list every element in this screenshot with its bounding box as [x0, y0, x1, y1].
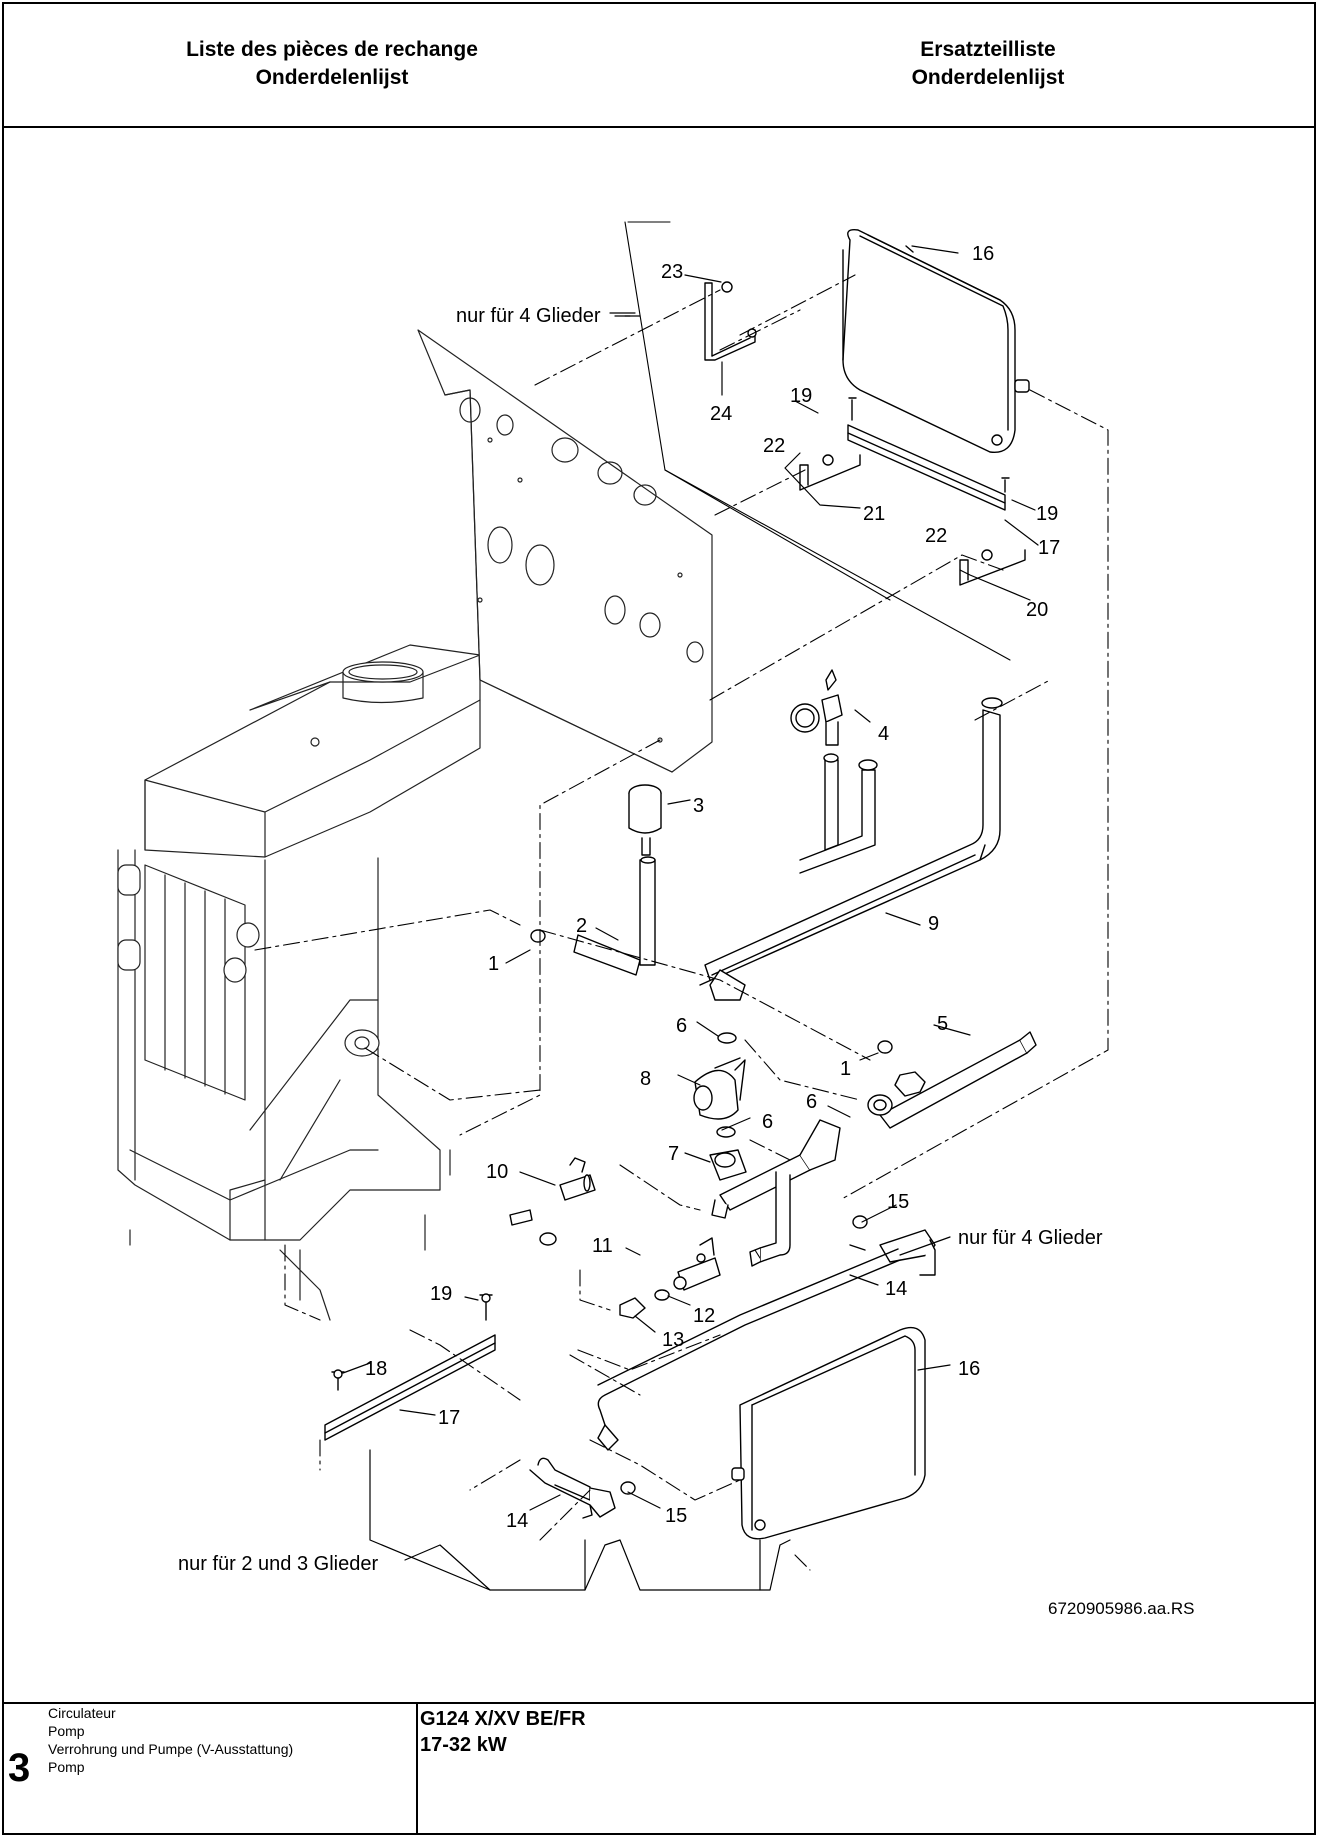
footer-descriptions: Circulateur Pomp Verrohrung und Pumpe (V… [48, 1704, 293, 1776]
note-only-two-three-sections: nur für 2 und 3 Glieder [178, 1553, 378, 1575]
callout-8: 8 [640, 1068, 651, 1090]
callout-3: 3 [693, 795, 704, 817]
callout-17-bottom: 17 [438, 1407, 460, 1429]
callout-16-bottom: 16 [958, 1358, 980, 1380]
callout-15-right: 15 [887, 1191, 909, 1213]
callout-15-bottom: 15 [665, 1505, 687, 1527]
callout-4: 4 [878, 723, 889, 745]
pipe-group [509, 669, 1037, 1519]
expansion-vessel-top [842, 229, 1030, 454]
note-only-four-sections-top: nur für 4 Glieder [456, 305, 601, 327]
header-divider [2, 126, 1316, 128]
description-de: Verrohrung und Pumpe (V-Ausstattung) [48, 1741, 294, 1757]
callout-9: 9 [928, 913, 939, 935]
rail-17-top [799, 397, 1026, 586]
callout-5: 5 [937, 1013, 948, 1035]
callout-12: 12 [693, 1305, 715, 1327]
alignment-lines [254, 274, 1109, 1571]
header-left-line-2: Onderdelenlijst [255, 66, 409, 89]
callout-13: 13 [662, 1329, 684, 1351]
description-nl: Pomp [48, 1723, 85, 1739]
callout-6-mid: 6 [762, 1111, 773, 1133]
callout-19-top: 19 [790, 385, 812, 407]
callout-2: 2 [576, 915, 587, 937]
header-left-line-1: Liste des pièces de rechange [186, 38, 478, 61]
bracket-24 [704, 281, 757, 361]
callout-10: 10 [486, 1161, 508, 1183]
header-right-line-2: Onderdelenlijst [911, 66, 1065, 89]
model-info: G124 X/XV BE/FR 17-32 kW [420, 1706, 586, 1758]
callout-1-right: 1 [840, 1058, 851, 1080]
callout-24: 24 [710, 403, 732, 425]
callout-7: 7 [668, 1143, 679, 1165]
expansion-vessel-bottom [731, 1326, 926, 1540]
callout-21: 21 [863, 503, 885, 525]
boiler-body [117, 644, 481, 1321]
header-right: Ersatzteilliste Onderdelenlijst [738, 36, 1238, 92]
footer-divider [2, 1702, 1316, 1704]
callout-6-top: 6 [676, 1015, 687, 1037]
power-range: 17-32 kW [420, 1734, 507, 1756]
page-number: 3 [8, 1746, 31, 1790]
header-left: Liste des pièces de rechange Onderdelenl… [82, 36, 582, 92]
callout-18: 18 [365, 1358, 387, 1380]
guide-lines [624, 221, 1011, 1259]
callout-22-top: 22 [763, 435, 785, 457]
callout-16-top: 16 [972, 243, 994, 265]
leader-lines [342, 245, 1039, 1591]
drawing-code: 6720905986.aa.RS [1048, 1599, 1195, 1618]
callout-6-right: 6 [806, 1091, 817, 1113]
callout-20: 20 [1026, 599, 1048, 621]
callout-numbers: 23 16 24 19 22 21 19 22 17 20 4 3 9 2 1 … [178, 243, 1195, 1618]
description-nl-2: Pomp [48, 1759, 85, 1775]
callout-1-left: 1 [488, 953, 499, 975]
note-only-four-sections-right: nur für 4 Glieder [958, 1227, 1103, 1249]
callout-11: 11 [592, 1235, 613, 1257]
header-right-line-1: Ersatzteilliste [920, 38, 1056, 61]
callout-14-upper: 14 [885, 1278, 907, 1300]
callout-19-bottom: 19 [430, 1283, 452, 1305]
callout-19-right: 19 [1036, 503, 1058, 525]
exploded-parts-diagram: 23 16 24 19 22 21 19 22 17 20 4 3 9 2 1 … [117, 221, 1195, 1618]
cover-panel [417, 329, 713, 773]
description-fr: Circulateur [48, 1705, 116, 1721]
model-name: G124 X/XV BE/FR [420, 1708, 586, 1730]
callout-23: 23 [661, 261, 683, 283]
rail-17-bottom [324, 1293, 496, 1441]
callout-14-lower: 14 [506, 1510, 528, 1532]
callout-17-top: 17 [1038, 537, 1060, 559]
callout-22-right: 22 [925, 525, 947, 547]
footer-column-divider [416, 1702, 418, 1834]
